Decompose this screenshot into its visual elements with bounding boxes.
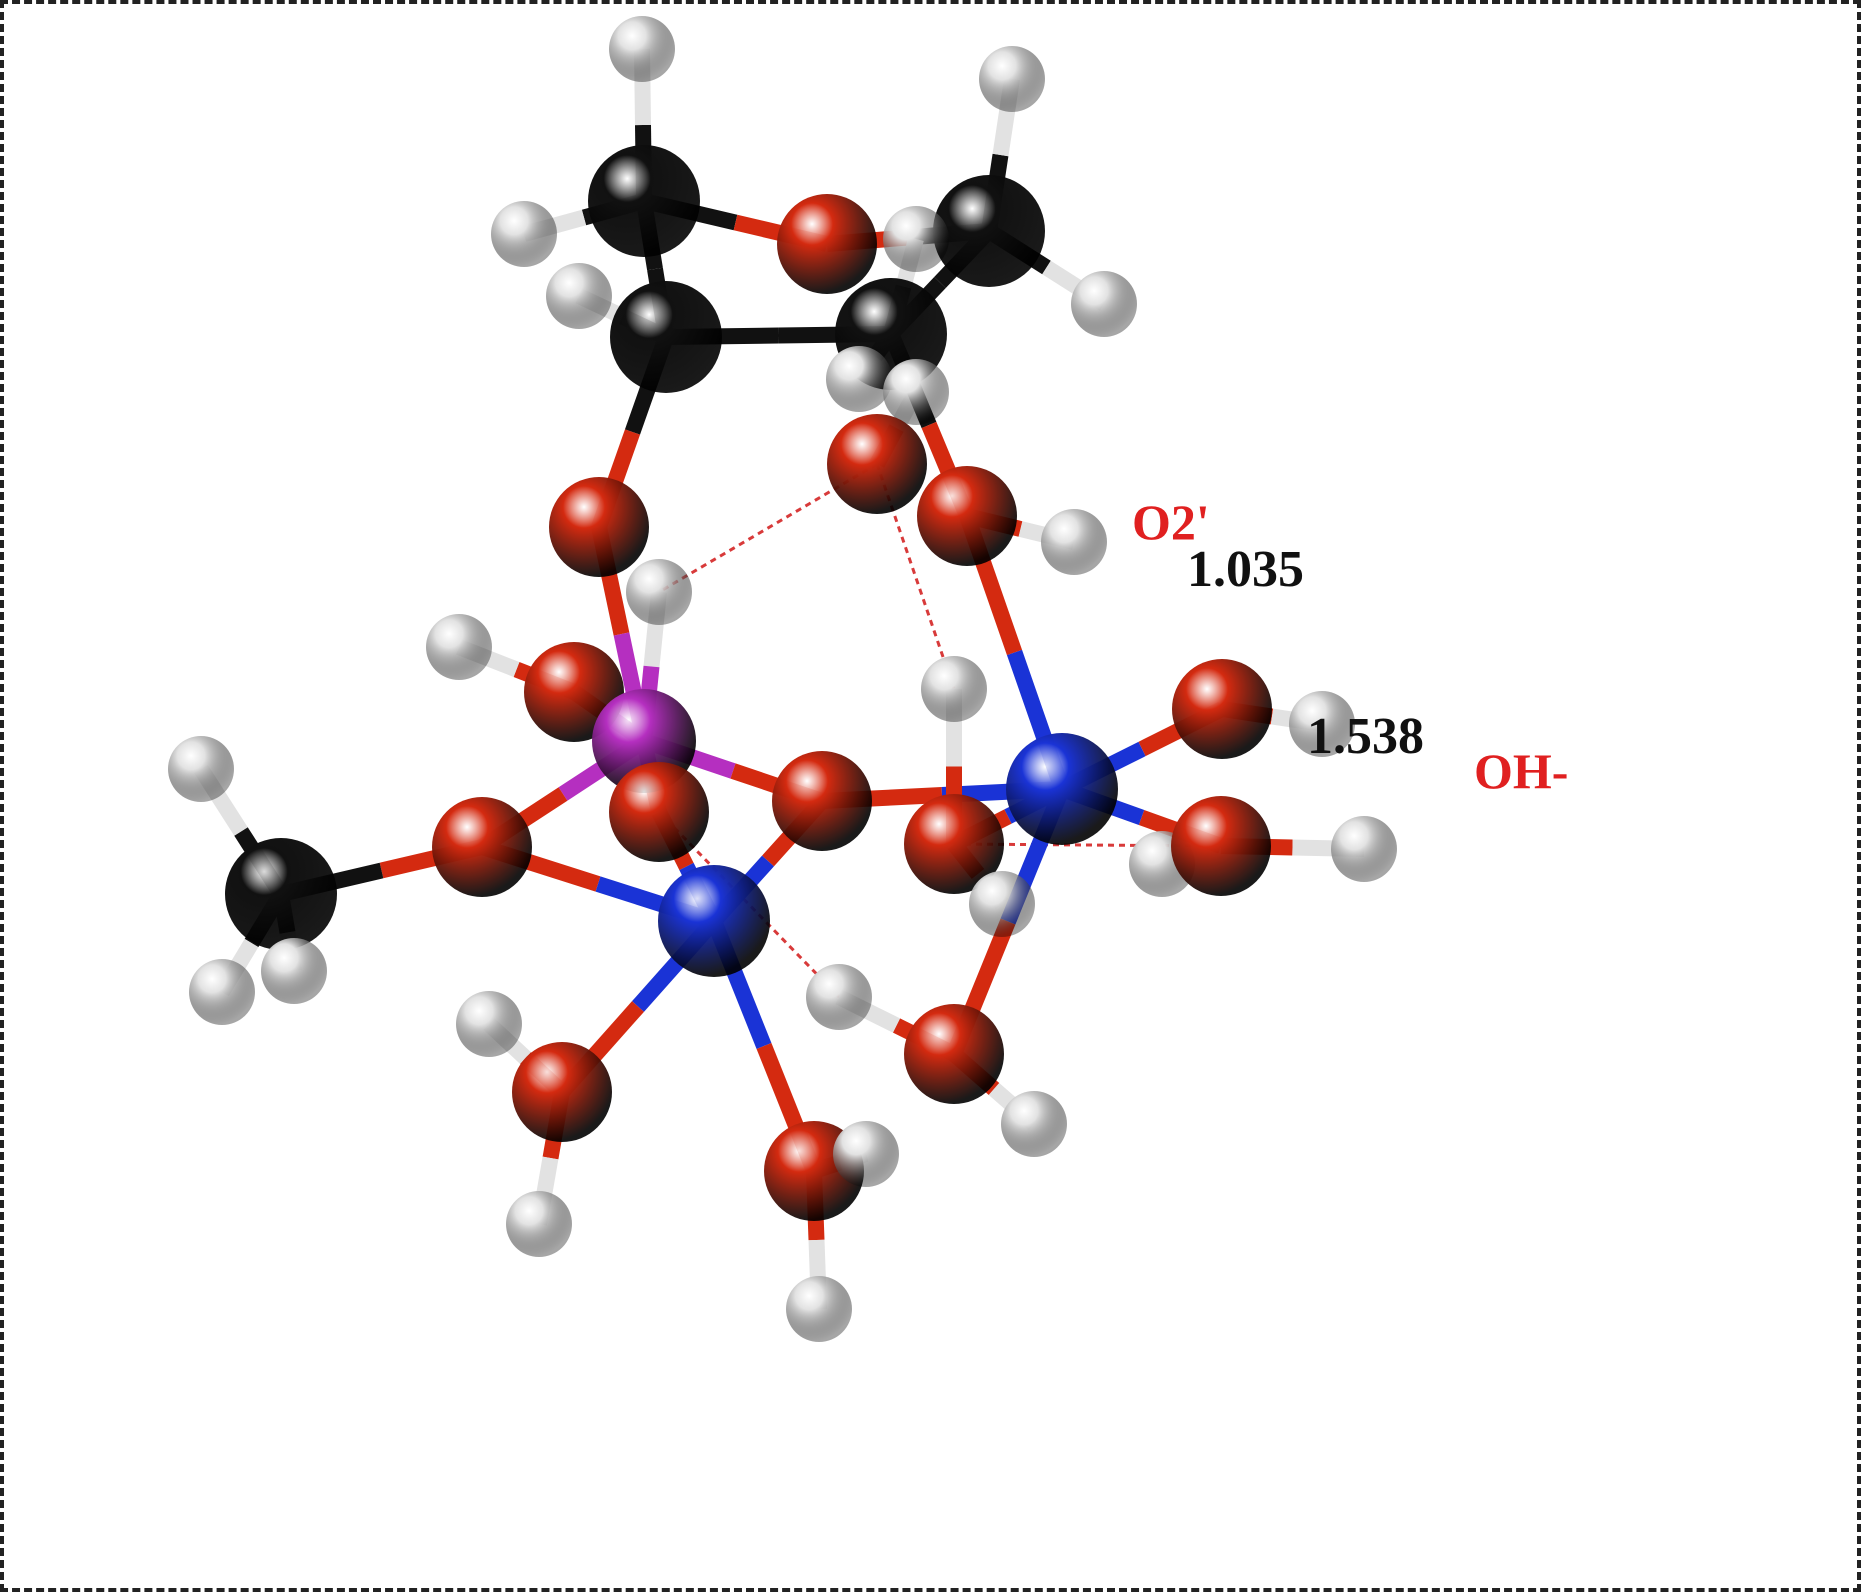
atom-O-Od bbox=[609, 762, 709, 862]
atom-O-Ob bbox=[917, 466, 1017, 566]
atom-C-Cr4 bbox=[933, 175, 1045, 287]
atom-O-Og bbox=[904, 794, 1004, 894]
atom-H-Ha bbox=[626, 559, 692, 625]
atom-H-He bbox=[921, 656, 987, 722]
atom-H-Hr3 bbox=[491, 201, 557, 267]
atom-H-Hg bbox=[969, 871, 1035, 937]
atom-H-Hr5 bbox=[546, 263, 612, 329]
atom-H-Hoh bbox=[1289, 691, 1355, 757]
atom-O-Or3 bbox=[549, 477, 649, 577]
atom-H-Hl2 bbox=[506, 1191, 572, 1257]
atom-O-Oj bbox=[904, 1004, 1004, 1104]
atom-O-Oa bbox=[827, 414, 927, 514]
atom-H-Hr7 bbox=[826, 346, 892, 412]
atom-C-Me1 bbox=[225, 838, 337, 950]
hydroxide-label: OH- bbox=[1474, 743, 1569, 799]
o2-prime-label: O2' bbox=[1132, 494, 1210, 550]
atom-H-Hr2 bbox=[979, 46, 1045, 112]
atom-H-Hk1 bbox=[833, 1121, 899, 1187]
atom-H-Hj1 bbox=[1001, 1091, 1067, 1157]
molecule-structure bbox=[168, 16, 1397, 1342]
atom-H-Hm2 bbox=[189, 959, 255, 1025]
atom-M-M1 bbox=[658, 865, 770, 977]
atom-O-Of bbox=[772, 751, 872, 851]
hydrogen-bond bbox=[875, 463, 956, 690]
hydrogen-bond bbox=[658, 462, 878, 594]
atom-C-Cr2 bbox=[610, 281, 722, 393]
atom-H-Hm1 bbox=[168, 736, 234, 802]
atom-O-Ooh bbox=[1172, 659, 1272, 759]
atom-H-Hm3 bbox=[261, 938, 327, 1004]
atom-O-Ol bbox=[512, 1042, 612, 1142]
atom-H-Hr4 bbox=[1071, 271, 1137, 337]
atom-H-Hc bbox=[806, 964, 872, 1030]
distance-label-1: 1.035 bbox=[1187, 541, 1304, 598]
atom-H-Hd bbox=[426, 614, 492, 680]
atom-H-Hb bbox=[1041, 509, 1107, 575]
atom-M-M2 bbox=[1006, 733, 1118, 845]
atoms bbox=[168, 16, 1397, 1342]
atom-H-Hr8 bbox=[883, 359, 949, 425]
atom-C-Cr1 bbox=[588, 145, 700, 257]
atom-H-Hr1 bbox=[609, 16, 675, 82]
atom-H-Hl1 bbox=[456, 991, 522, 1057]
atom-O-Oh bbox=[1171, 796, 1271, 896]
atom-H-Hk2 bbox=[786, 1276, 852, 1342]
atom-O-Or4 bbox=[777, 194, 877, 294]
atom-H-Hr6 bbox=[883, 206, 949, 272]
distance-label-2: 1.538 bbox=[1307, 708, 1424, 765]
atom-H-Hh bbox=[1331, 816, 1397, 882]
atom-O-Oe bbox=[432, 797, 532, 897]
